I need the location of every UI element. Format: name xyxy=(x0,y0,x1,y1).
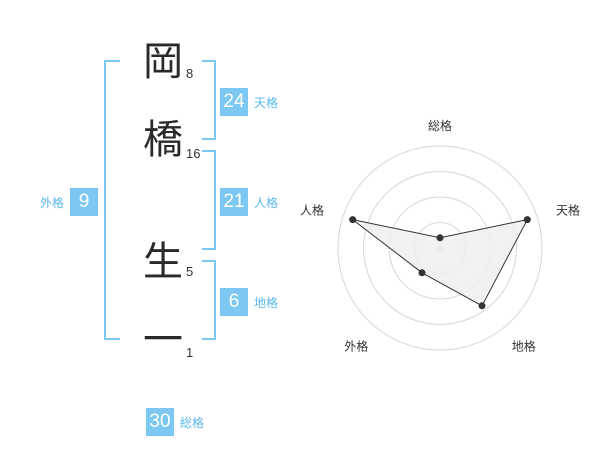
tenkaku-label: 天格 xyxy=(254,95,279,110)
name-char-4: 一 xyxy=(143,317,183,363)
jinkaku-badge: 21 人格 xyxy=(220,188,278,216)
soukaku-badge: 30 総格 xyxy=(146,408,204,436)
radar-series-polygon xyxy=(352,218,529,307)
jinkaku-label: 人格 xyxy=(254,195,279,210)
chikaku-value: 6 xyxy=(220,288,248,316)
radar-grid-ring xyxy=(337,145,543,351)
jinkaku-value: 21 xyxy=(220,188,248,216)
stroke-count-2: 16 xyxy=(186,146,201,161)
chikaku-badge: 6 地格 xyxy=(220,288,278,316)
gaikaku-badge: 外格 9 xyxy=(40,188,99,216)
radar-point-3 xyxy=(478,302,486,310)
radar-axis-label-4: 外格 xyxy=(344,339,368,354)
chikaku-bracket xyxy=(202,260,216,340)
gaikaku-value: 9 xyxy=(70,188,99,216)
soukaku-value: 30 xyxy=(146,408,174,436)
gaikaku-label: 外格 xyxy=(40,195,65,210)
gaikaku-bracket xyxy=(104,60,120,340)
radar-point-5 xyxy=(349,216,357,224)
soukaku-label: 総格 xyxy=(180,415,205,430)
tenkaku-bracket xyxy=(202,60,216,140)
stroke-count-3: 5 xyxy=(186,264,194,279)
radar-axis-label-2: 天格 xyxy=(556,202,580,217)
radar-axis-label-5: 人格 xyxy=(300,202,324,217)
jinkaku-bracket xyxy=(202,150,216,250)
radar-grid-ring xyxy=(363,171,517,325)
stroke-count-1: 8 xyxy=(186,66,194,81)
name-char-1: 岡 xyxy=(143,39,183,85)
radar-axis-label-3: 地格 xyxy=(512,339,536,354)
radar-point-4 xyxy=(418,269,426,277)
radar-axis-label-1: 総格 xyxy=(428,118,452,133)
radar-point-2 xyxy=(523,216,531,224)
name-char-2: 橋 xyxy=(143,117,183,163)
stroke-count-4: 1 xyxy=(186,345,194,360)
name-char-3: 生 xyxy=(143,239,183,285)
tenkaku-value: 24 xyxy=(220,88,248,116)
tenkaku-badge: 24 天格 xyxy=(220,88,278,116)
radar-point-1 xyxy=(436,234,444,242)
chikaku-label: 地格 xyxy=(254,295,279,310)
